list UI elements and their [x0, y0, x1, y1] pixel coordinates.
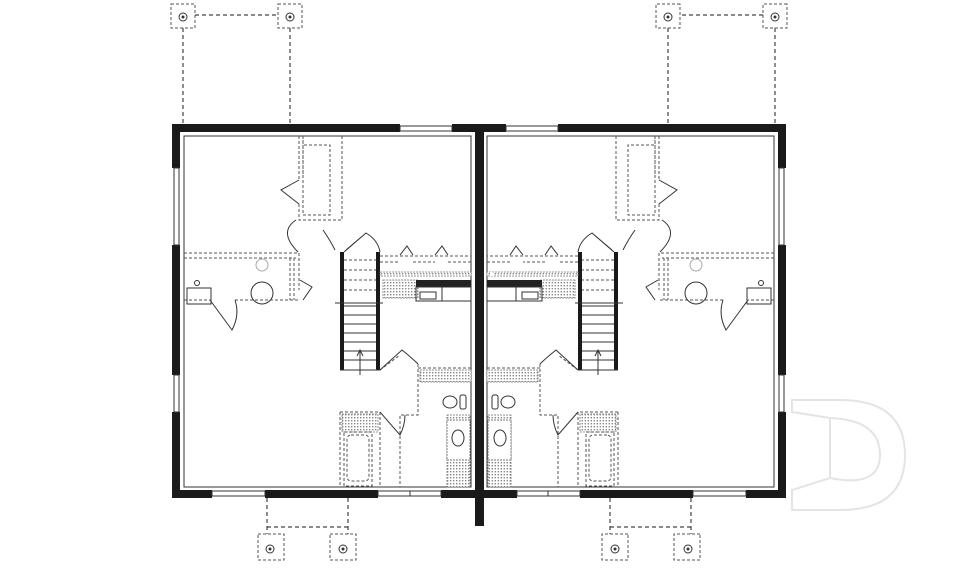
- watermark-logo-icon: [791, 399, 907, 511]
- party-wall: [475, 124, 484, 526]
- unit-left: [170, 3, 478, 561]
- unit-right: [480, 3, 788, 561]
